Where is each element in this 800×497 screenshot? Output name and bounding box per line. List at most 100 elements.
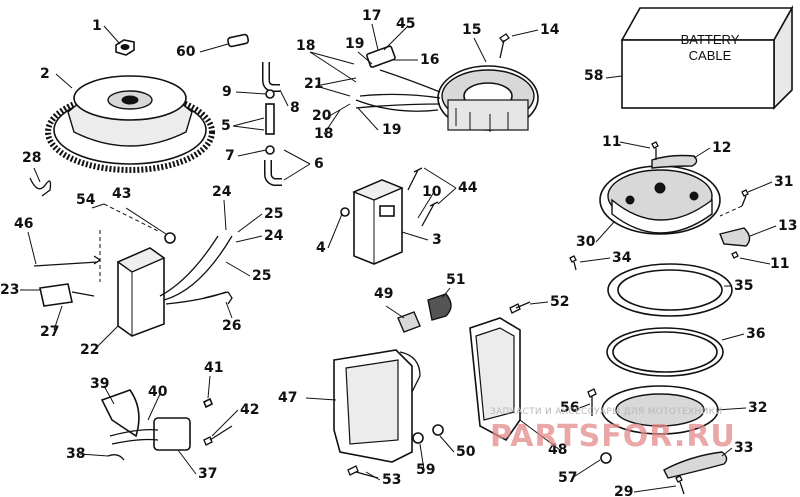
callout-41: 41 xyxy=(204,360,223,376)
callout-11a: 11 xyxy=(602,134,621,150)
leader-line xyxy=(357,107,379,131)
leader-line xyxy=(401,231,429,241)
screw-31 xyxy=(741,189,749,207)
watermark-caption: ЗАПЧАСТИ И АКСЕССУАРЫ ДЛЯ МОТОТЕХНИКИ xyxy=(490,407,722,417)
leader-line xyxy=(53,305,63,331)
callout-36: 36 xyxy=(746,326,765,342)
callout-12: 12 xyxy=(712,140,731,156)
callout-43: 43 xyxy=(112,186,131,202)
callout-16: 16 xyxy=(420,52,439,68)
screw-52 xyxy=(509,301,531,314)
leader-line xyxy=(357,51,373,65)
callout-31: 31 xyxy=(774,174,793,190)
callout-34: 34 xyxy=(612,250,632,266)
leader-line xyxy=(511,29,539,37)
callout-58: 58 xyxy=(584,68,603,84)
link-33 xyxy=(663,451,728,479)
callout-45: 45 xyxy=(396,16,415,32)
leader-line xyxy=(383,25,409,51)
leader-line xyxy=(721,447,733,457)
callout-29: 29 xyxy=(614,484,633,497)
leader-line xyxy=(279,89,289,107)
leader-line xyxy=(27,231,37,265)
callout-26: 26 xyxy=(222,318,241,334)
stator xyxy=(355,45,539,132)
lead-26 xyxy=(203,291,233,305)
leader-line xyxy=(309,51,355,65)
battery-label-line1: BATTERY xyxy=(681,32,740,47)
callout-7: 7 xyxy=(225,148,235,164)
leader-line xyxy=(199,43,229,53)
leader-line xyxy=(437,187,457,205)
callout-3: 3 xyxy=(432,232,442,248)
leader-line xyxy=(571,459,601,479)
callout-18b: 18 xyxy=(314,126,333,142)
battery-label-line2: CABLE xyxy=(689,48,732,63)
leader-line xyxy=(385,305,405,319)
battery-cable-box: BATTERY CABLE xyxy=(620,4,794,110)
leader-line xyxy=(747,181,773,193)
callout-24b: 24 xyxy=(264,228,284,244)
callout-numbers: 1 2 3 4 5 6 7 8 9 10 11 11 12 13 14 15 1… xyxy=(0,8,797,497)
nut-50 xyxy=(432,424,444,436)
callout-18a: 18 xyxy=(296,38,315,54)
screw-42 xyxy=(203,425,233,446)
retainer-ring-35 xyxy=(607,263,733,317)
leader-line xyxy=(305,397,337,401)
leader-line xyxy=(595,221,615,243)
bolt-46 xyxy=(33,255,102,267)
leader-line xyxy=(225,261,251,277)
washer-57 xyxy=(600,452,612,464)
plug-51 xyxy=(427,293,452,321)
callout-39: 39 xyxy=(90,376,109,392)
callout-40: 40 xyxy=(148,384,168,400)
leader-line xyxy=(371,23,379,51)
callout-56: 56 xyxy=(560,400,579,416)
leader-line xyxy=(55,73,73,89)
leader-line xyxy=(633,485,677,493)
callout-22: 22 xyxy=(80,342,99,358)
leader-line xyxy=(211,409,239,437)
callout-47: 47 xyxy=(278,390,297,406)
callout-54: 54 xyxy=(76,192,96,208)
leader-line xyxy=(605,75,623,79)
retainer-ring-36 xyxy=(606,327,724,377)
callout-4: 4 xyxy=(316,240,326,256)
callout-9: 9 xyxy=(222,84,232,100)
leader-line xyxy=(235,91,267,95)
callout-42: 42 xyxy=(240,402,259,418)
leader-line xyxy=(103,385,115,405)
callout-25b: 25 xyxy=(252,268,271,284)
retainer-clip xyxy=(29,177,52,197)
leader-line xyxy=(207,375,211,399)
screw-41 xyxy=(202,397,214,409)
leader-line xyxy=(223,199,227,231)
leader-line xyxy=(327,213,343,249)
leader-line xyxy=(441,287,451,299)
callout-19a: 19 xyxy=(345,36,364,52)
leader-line xyxy=(529,301,549,305)
rectifier xyxy=(352,179,404,265)
screw-56 xyxy=(587,388,597,416)
guide-31 xyxy=(719,205,743,217)
callout-20: 20 xyxy=(312,108,332,124)
callout-32: 32 xyxy=(748,400,767,416)
callout-59: 59 xyxy=(416,462,435,478)
callout-25a: 25 xyxy=(264,206,283,222)
flywheel-nut xyxy=(115,39,135,56)
callout-2: 2 xyxy=(40,66,50,82)
leader-line xyxy=(693,147,711,159)
bracket-13 xyxy=(719,227,751,247)
leader-line xyxy=(93,325,119,351)
callout-37: 37 xyxy=(198,466,217,482)
flywheel xyxy=(45,75,215,173)
callout-50: 50 xyxy=(456,444,476,460)
leader-line xyxy=(573,403,591,411)
power-pack xyxy=(39,235,233,337)
leader-line xyxy=(715,407,747,411)
callout-38: 38 xyxy=(66,446,85,462)
callout-10: 10 xyxy=(422,184,442,200)
callout-13: 13 xyxy=(778,218,797,234)
